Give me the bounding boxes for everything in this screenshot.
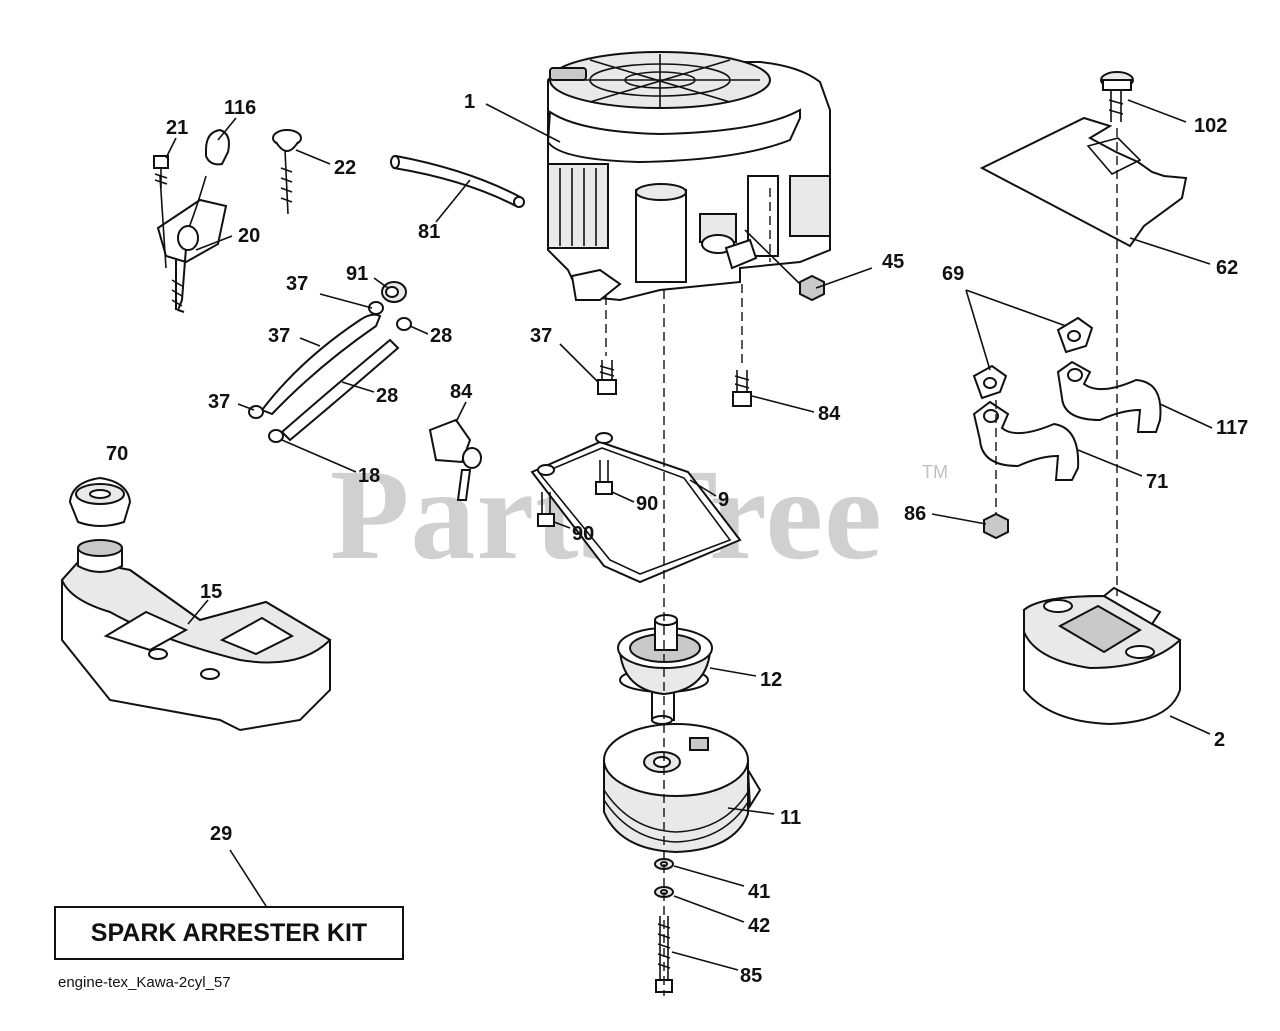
pulley-12-part[interactable] [617,614,713,725]
callout-70: 71 [1146,471,1168,493]
knob-116-part[interactable] [205,128,230,166]
callout-90-lower: 90 [572,523,594,545]
fuel-tank-15-part[interactable] [60,539,332,732]
callout-28-upper: 37 [268,325,290,347]
callout-42: 42 [748,915,770,937]
hose-clamp-37-part[interactable] [248,301,412,443]
nut-45-part[interactable] [799,274,825,302]
bolt-102-part[interactable] [1100,71,1134,122]
callout-9: 9 [718,489,729,511]
callout-1: 1 [464,91,475,113]
callout-86: 86 [904,503,926,525]
callout-37-left: 37 [208,391,230,413]
callout-90-upper: 90 [636,493,658,515]
callout-81: 81 [418,221,440,243]
spark-arrester-kit-label: SPARK ARRESTER KIT [90,918,368,947]
heat-shield-62-part[interactable] [979,116,1188,248]
callout-71: 117 [1216,417,1248,439]
callout-37-right: 28 [430,325,452,347]
callout-22: 22 [334,157,356,179]
callout-62: 62 [1216,257,1238,279]
callout-45: 45 [882,251,904,273]
engine-part[interactable] [546,51,831,302]
alignment-lines [605,128,1118,996]
watermark-trademark: TM [922,462,948,482]
callout-20: 20 [238,225,260,247]
callout-29: 29 [210,823,232,845]
callout-15: 15 [200,581,222,603]
electric-clutch-11-part[interactable] [603,723,762,854]
callout-69: 69 [942,263,964,285]
callout-117: 84 [450,381,473,403]
bolt-21-part[interactable] [153,155,169,188]
callout-91: 91 [346,263,368,285]
fuel-hose-28-lower-part[interactable] [280,338,400,442]
spark-arrester-kit-box[interactable]: SPARK ARRESTER KIT [54,906,404,960]
diagram-code: engine-tex_Kawa-2cyl_57 [58,974,231,991]
gasket-9-part[interactable] [530,432,742,584]
callout-102: 102 [1194,115,1227,137]
callout-84-left: 37 [530,325,552,347]
exhaust-pipe-70-part[interactable] [972,400,1080,481]
breather-hose-81-part[interactable] [390,154,525,208]
throttle-control-part[interactable] [156,175,228,313]
fuel-valve-117-part[interactable] [428,418,482,501]
callout-28-lower: 28 [376,385,398,407]
callout-116: 116 [224,97,256,119]
exhaust-pipe-71-part[interactable] [1056,360,1162,433]
fuel-hose-28-upper-part[interactable] [260,313,382,416]
choke-knob-22-part[interactable] [272,129,302,215]
bolt-90-part[interactable] [537,460,613,527]
callout-37-bottom: 18 [358,465,380,487]
fuel-filter-91-part[interactable] [381,281,407,303]
callout-37-top: 37 [286,273,308,295]
nut-86-part[interactable] [983,512,1009,540]
exhaust-gasket-69-part[interactable] [972,316,1094,400]
leader-lines [165,99,1213,971]
callout-2: 2 [1214,729,1225,751]
muffler-2-part[interactable] [1023,586,1182,726]
bolt-85-part[interactable] [655,916,673,993]
callout-85: 85 [740,965,762,987]
fuel-cap-18-part[interactable] [68,476,132,527]
bolt-84-right-part[interactable] [732,370,752,407]
callout-18: 70 [106,443,128,465]
callout-11: 11 [780,807,801,829]
callout-84-right: 84 [818,403,841,425]
bolt-84-left-part[interactable] [597,360,617,395]
callout-12: 12 [760,669,782,691]
callout-21: 21 [166,117,188,139]
callout-labels: 1 116 21 22 20 81 45 102 62 69 91 37 37 … [106,91,1248,987]
callout-41: 41 [748,881,770,903]
